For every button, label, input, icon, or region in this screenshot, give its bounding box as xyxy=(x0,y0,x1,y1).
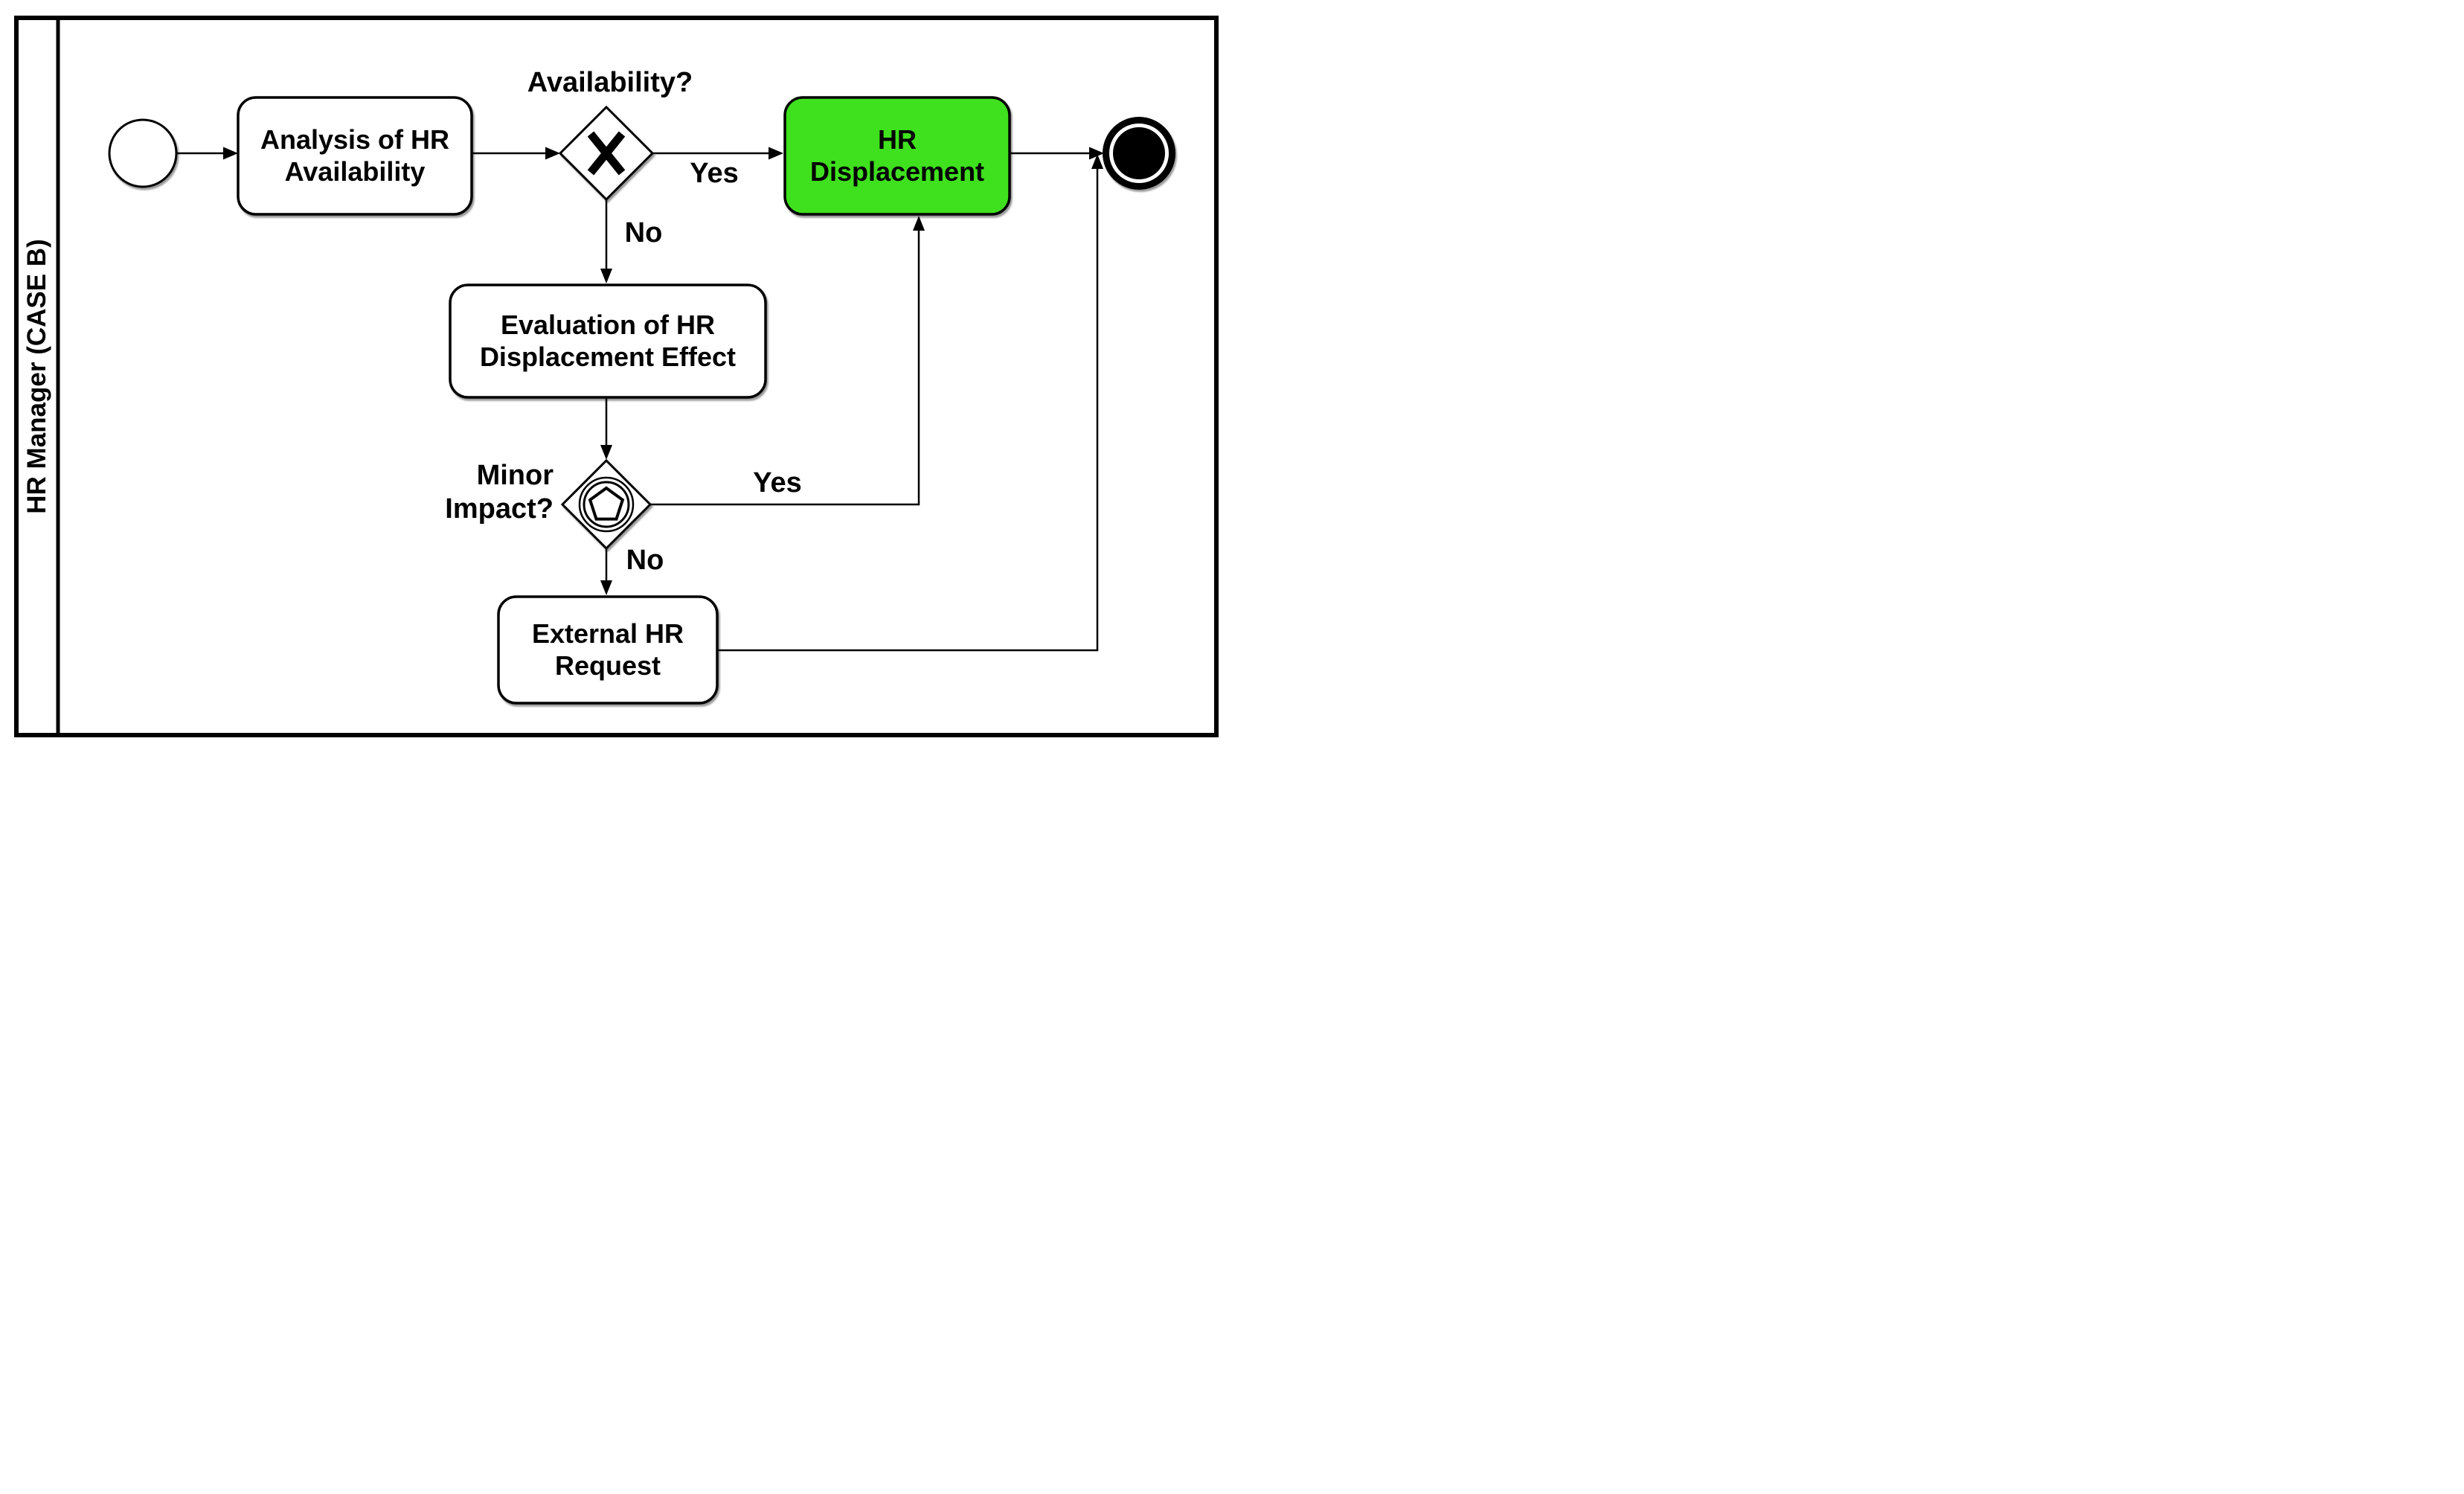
arrowhead-icon xyxy=(913,216,925,231)
arrowhead-icon xyxy=(769,147,783,160)
task-analysis xyxy=(237,96,473,216)
x-marker-icon xyxy=(587,131,626,176)
arrowhead-icon xyxy=(600,445,612,460)
task-external-request xyxy=(497,595,719,705)
task-evaluation xyxy=(449,283,767,399)
diagram-canvas xyxy=(14,16,1219,737)
arrowhead-icon xyxy=(545,147,560,160)
event-gateway-marker-icon xyxy=(578,476,635,533)
end-event-circle xyxy=(1103,117,1175,190)
flow-external-to-end xyxy=(717,169,1099,652)
start-event-circle xyxy=(108,118,178,188)
sequence-flows xyxy=(176,147,1104,652)
arrowhead-icon xyxy=(223,147,238,160)
task-hr-displacement xyxy=(783,96,1011,216)
arrowhead-icon xyxy=(600,269,612,283)
arrowhead-icon xyxy=(1091,154,1103,169)
arrowhead-icon xyxy=(1089,147,1104,160)
bpmn-diagram: HR Manager (CASE B) Analysis of HR Avail… xyxy=(0,0,1232,747)
arrowhead-icon xyxy=(600,580,612,595)
flow-minor-impact-yes xyxy=(650,230,920,506)
gateway-minor-impact xyxy=(560,458,652,551)
pool-border xyxy=(14,16,1219,737)
